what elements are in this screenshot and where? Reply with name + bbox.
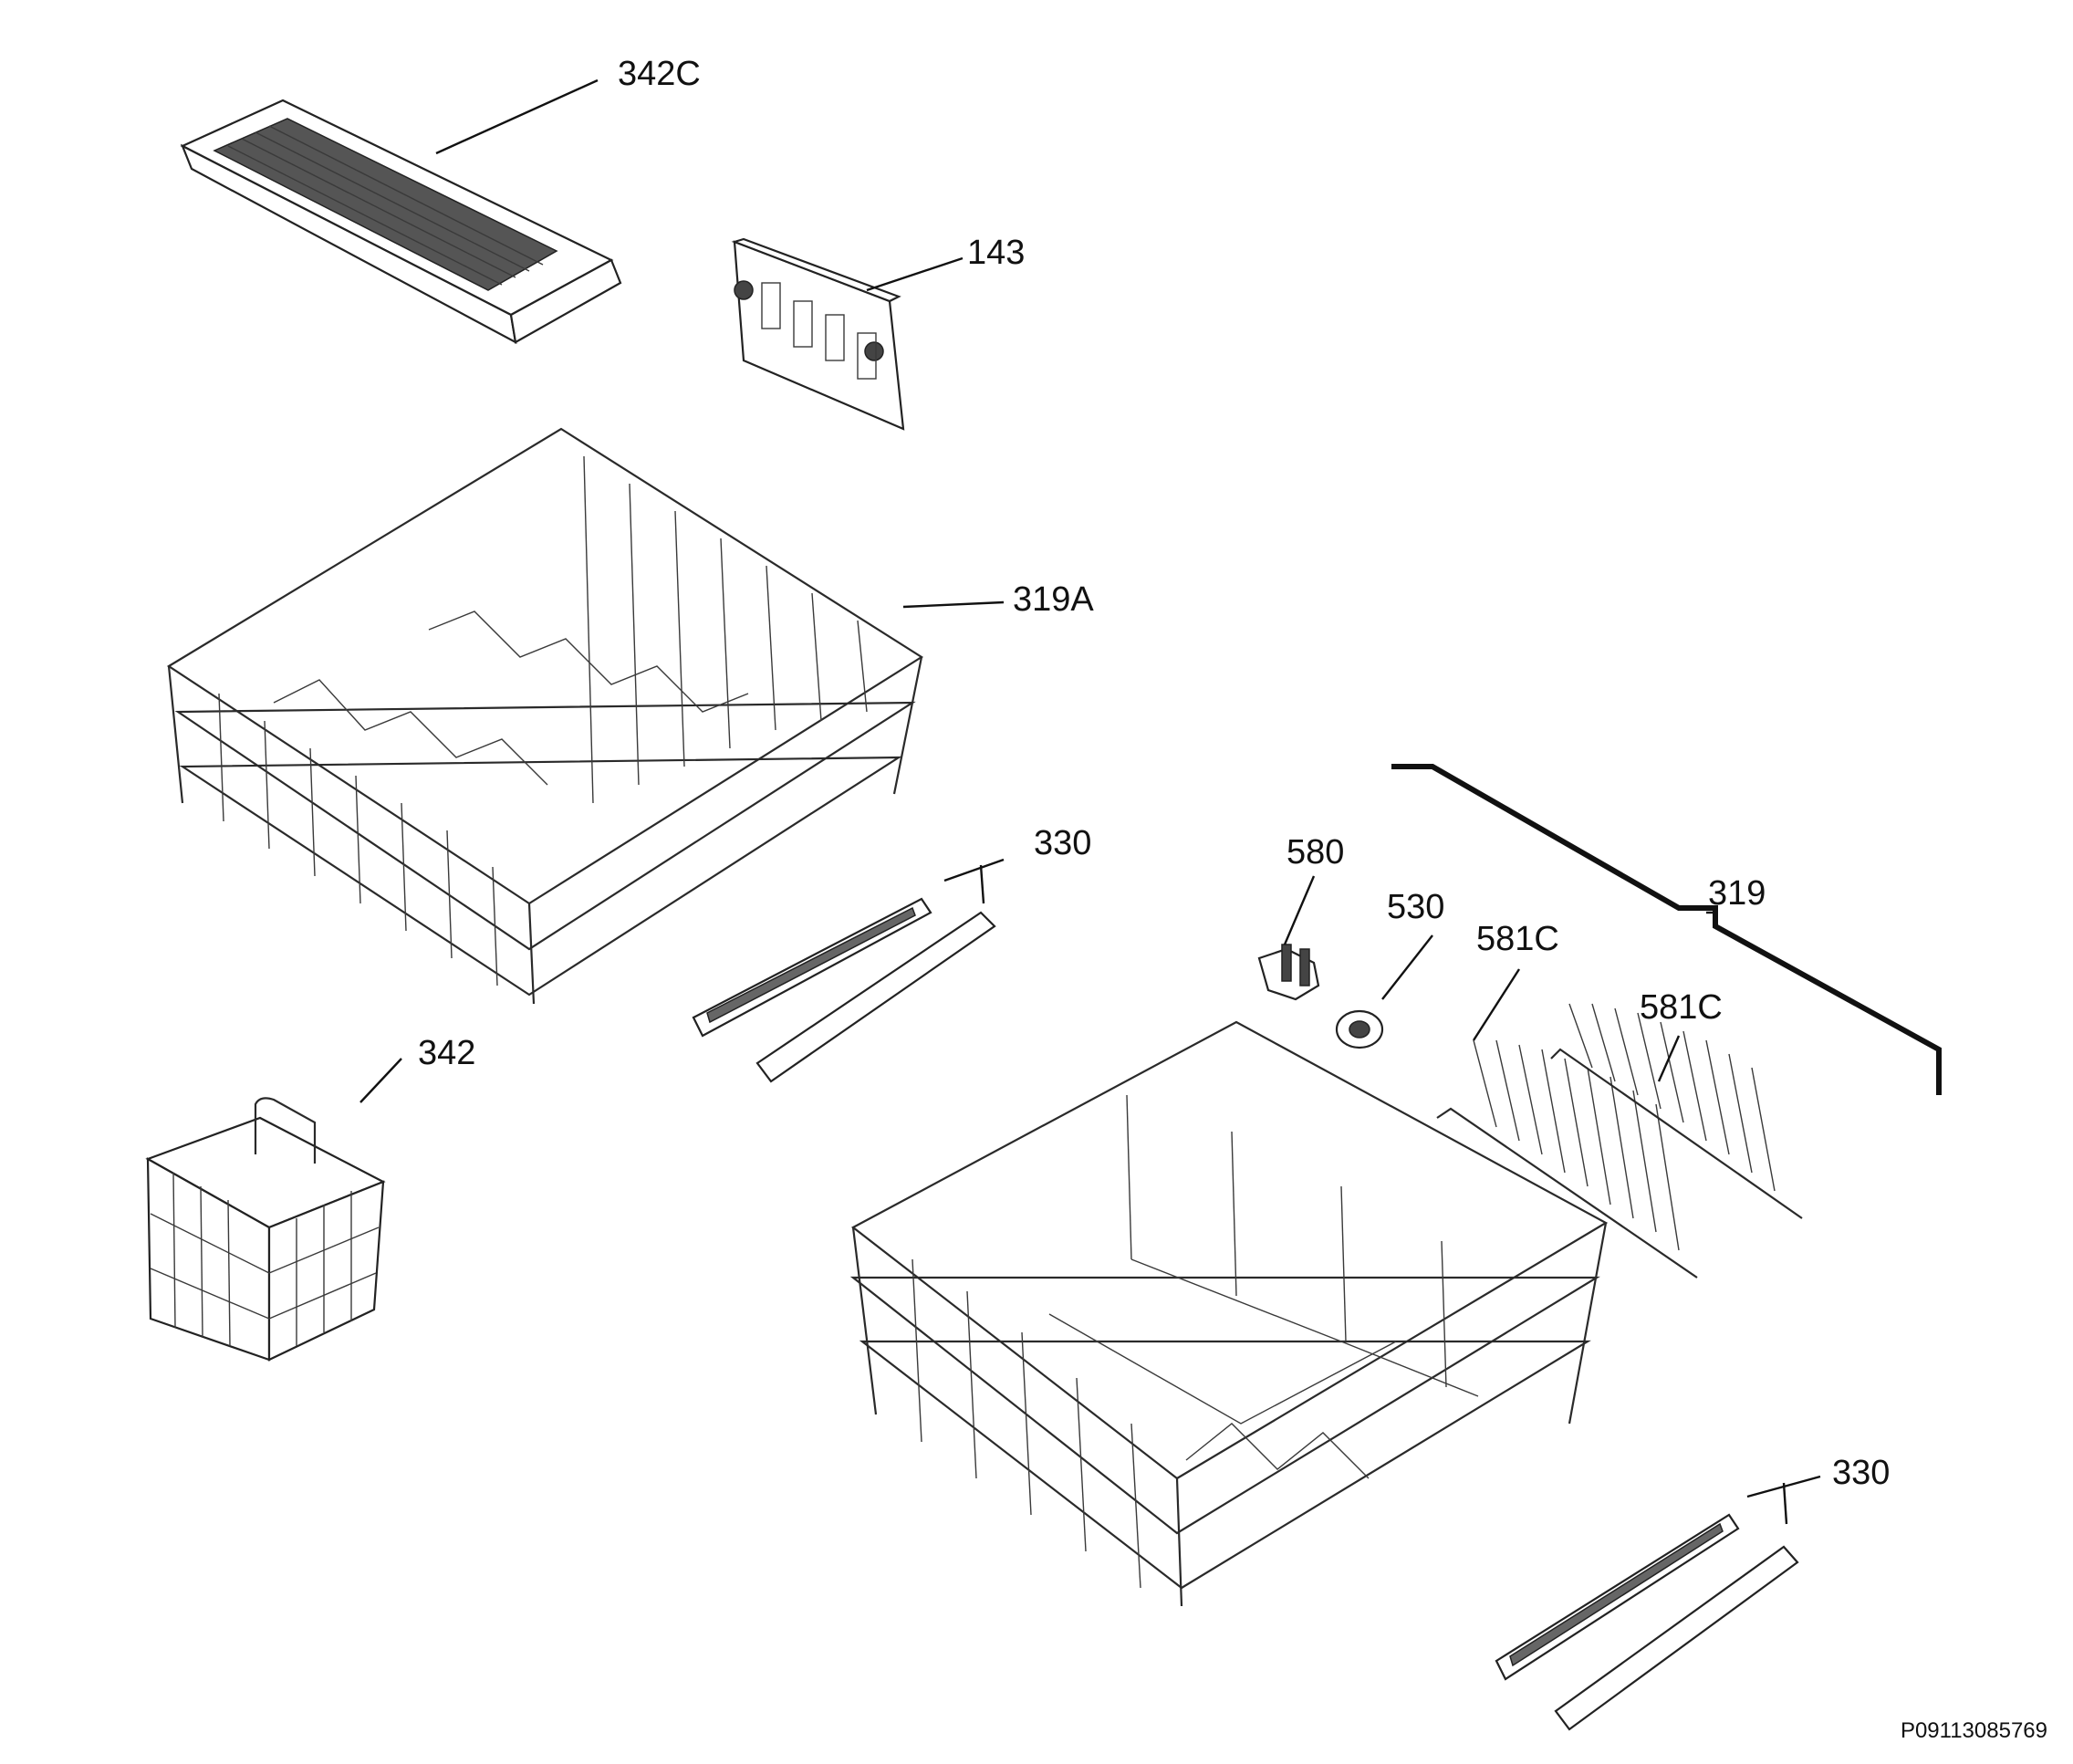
- part-rail-lower: [1495, 1475, 1821, 1731]
- label-cutlery-basket: 342: [418, 1034, 476, 1072]
- label-lower-basket-group: 319: [1708, 874, 1766, 913]
- part-rack-adjuster: [731, 237, 964, 431]
- part-cutlery-basket: [145, 1058, 402, 1362]
- part-cutlery-tray: [180, 78, 622, 345]
- part-wheel: [1335, 934, 1433, 1049]
- part-rail-upper: [692, 858, 1005, 1083]
- part-lower-basket: [849, 764, 1942, 1607]
- label-bracket-580: 580: [1287, 833, 1345, 872]
- label-wheel-530: 530: [1387, 888, 1445, 926]
- part-bracket: [1257, 875, 1320, 1001]
- label-rail-upper: 330: [1034, 824, 1092, 862]
- part-upper-basket: [166, 427, 1005, 1005]
- part-insert-581c: [1436, 968, 1803, 1279]
- label-rack-adjuster: 143: [967, 234, 1026, 272]
- label-upper-basket: 319A: [1013, 580, 1094, 619]
- label-insert-581c-a: 581C: [1476, 920, 1559, 958]
- label-insert-581c-b: 581C: [1640, 988, 1723, 1027]
- document-id: P09113085769: [1900, 1718, 2047, 1743]
- label-cutlery-tray: 342C: [618, 55, 701, 93]
- label-rail-lower: 330: [1832, 1454, 1891, 1492]
